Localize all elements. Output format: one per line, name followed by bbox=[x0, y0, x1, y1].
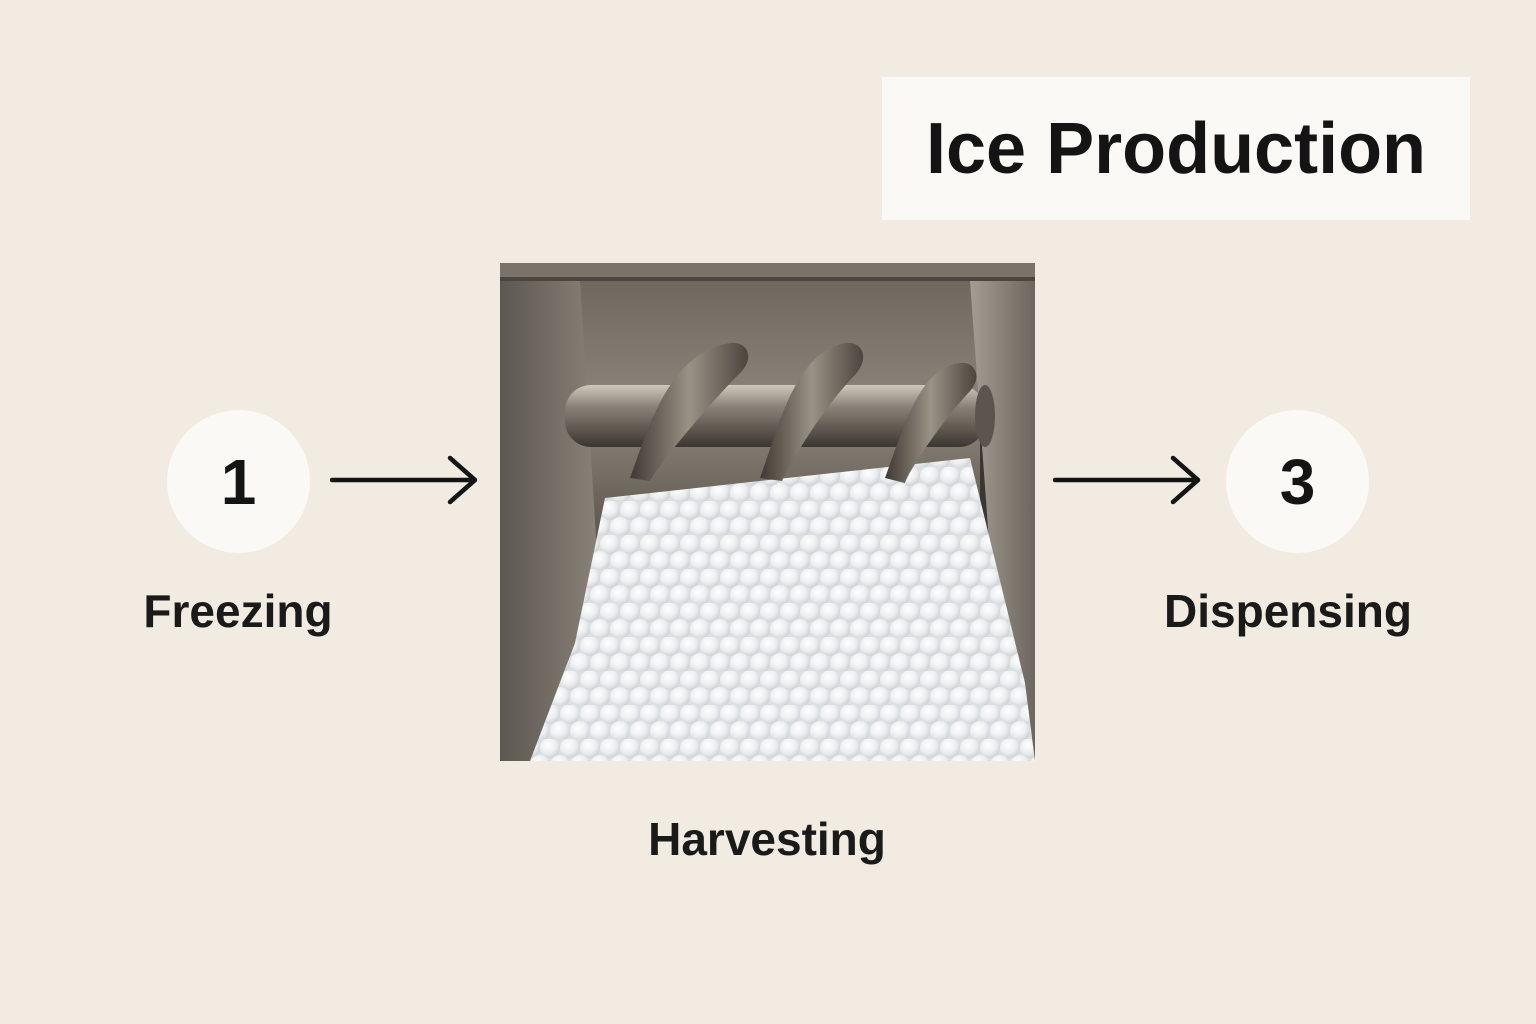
step-2-label: Harvesting bbox=[648, 813, 886, 865]
diagram-title: Ice Production bbox=[925, 108, 1427, 189]
auger-ice-machine-photo bbox=[500, 263, 1035, 761]
right-arrow-icon bbox=[1053, 455, 1201, 505]
step-1-circle: 1 bbox=[167, 410, 310, 553]
step-1-number: 1 bbox=[220, 445, 257, 518]
step-1-label: Freezing bbox=[143, 585, 333, 637]
title-box: Ice Production bbox=[882, 77, 1470, 220]
step-3-circle: 3 bbox=[1226, 410, 1369, 553]
harvesting-illustration bbox=[500, 263, 1035, 761]
step-3-label: Dispensing bbox=[1164, 585, 1412, 637]
right-arrow-icon bbox=[330, 455, 478, 505]
step-3-number: 3 bbox=[1279, 445, 1316, 518]
